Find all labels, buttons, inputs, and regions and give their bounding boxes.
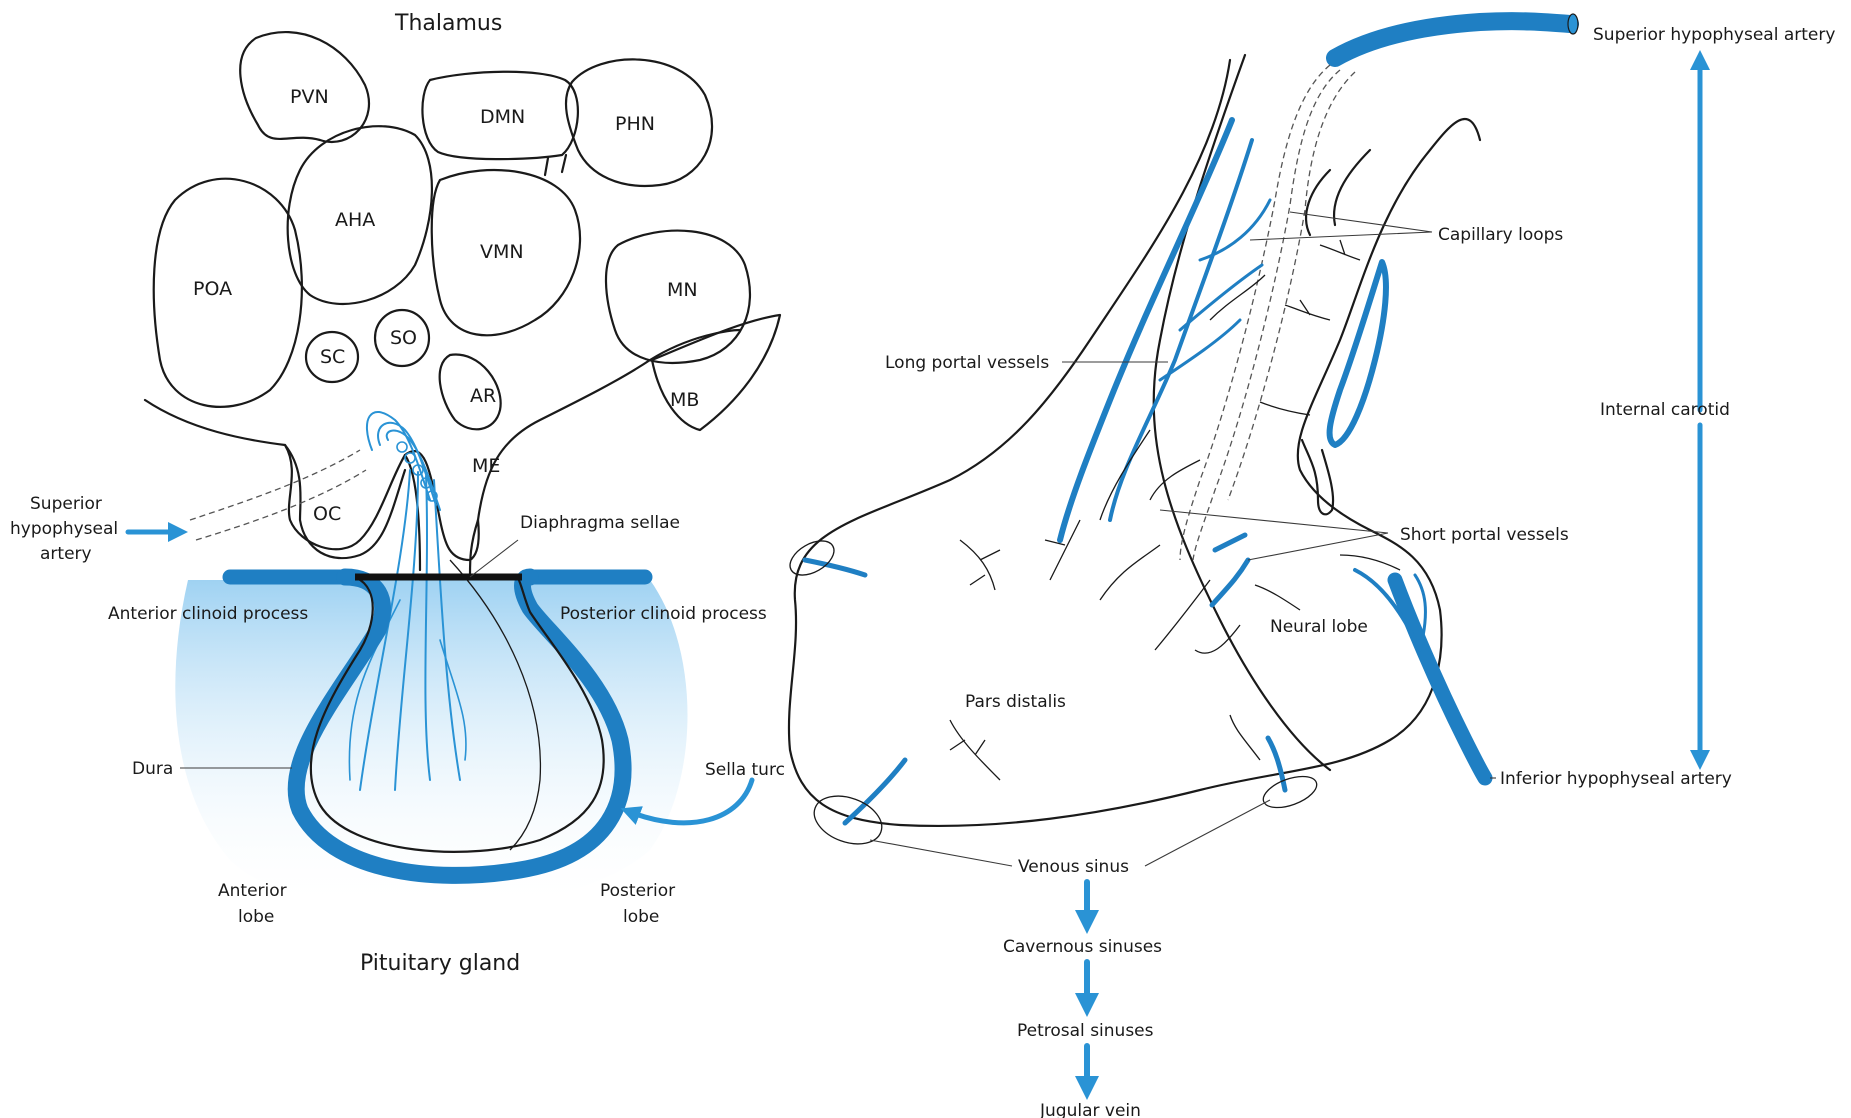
neural-lobe-outline [1298,119,1480,530]
capillary-loops-leader [1250,212,1432,240]
label-diaphragma: Diaphragma sellae [520,513,680,533]
label-pars-distalis: Pars distalis [965,692,1066,712]
label-long-portal: Long portal vessels [885,353,1049,373]
left-panel: Thalamus PVN DMN PHN AHA VMN POA MN SC S… [10,11,785,976]
venous-sinus-left-top [784,534,840,582]
sella-glow [175,580,687,911]
superior-artery-vessel [1335,21,1570,58]
label-cavernous: Cavernous sinuses [1003,937,1162,957]
label-phn: PHN [615,113,655,135]
label-poa: POA [193,278,232,300]
stalk-posterior-outline [478,330,740,520]
pars-tuberalis-line [1154,55,1330,770]
label-pituitary-gland: Pituitary gland [360,951,520,976]
label-posterior-lobe-2: lobe [623,907,659,927]
label-posterior-clinoid: Posterior clinoid process [560,604,767,624]
capillary-dashed-3 [1228,72,1355,500]
short-portal-vessel-2 [1215,535,1245,550]
label-thalamus: Thalamus [394,11,502,36]
short-portal-vessel-1 [1212,560,1248,605]
label-sc: SC [320,346,345,368]
label-sella: Sella turc [705,760,785,780]
short-portal-leader [1160,510,1388,560]
label-aha: AHA [335,209,375,231]
label-anterior-lobe-1: Anterior [218,881,287,901]
label-jugular: Jugular vein [1039,1101,1141,1118]
label-capillary-loops: Capillary loops [1438,225,1563,245]
long-portal-vessel-4 [1160,320,1240,380]
label-internal-carotid: Internal carotid [1600,400,1730,420]
label-me: ME [472,455,500,477]
label-venous-sinus: Venous sinus [1018,857,1129,877]
label-vmn: VMN [480,241,524,263]
right-panel: Superior hypophyseal artery Capillary lo… [784,14,1835,1118]
label-inferior-artery: Inferior hypophyseal artery [1500,769,1732,789]
label-so: SO [390,327,417,349]
label-mb: MB [670,389,699,411]
label-petrosal: Petrosal sinuses [1017,1021,1154,1041]
label-mn: MN [667,279,698,301]
long-portal-vessel-1 [1060,120,1232,540]
label-posterior-lobe-1: Posterior [600,881,675,901]
superior-artery-cut [1568,14,1578,34]
venous-vessel-right [1268,738,1285,790]
label-dura: Dura [132,759,173,779]
label-dmn: DMN [480,106,525,128]
long-portal-vessel-3 [1200,200,1270,260]
long-portal-vessel-5 [1180,265,1262,330]
label-superior-artery-right: Superior hypophyseal artery [1593,25,1835,45]
label-short-portal: Short portal vessels [1400,525,1569,545]
label-superior-artery-left-1: Superior [30,494,102,514]
label-superior-artery-left-3: artery [40,544,92,564]
label-superior-artery-left-2: hypophyseal [10,519,118,539]
dmn-phn-bridge [545,155,566,175]
label-pvn: PVN [290,86,329,108]
label-ar: AR [470,385,496,407]
label-neural-lobe: Neural lobe [1270,617,1368,637]
primary-plexus-loops [367,412,440,510]
label-anterior-clinoid: Anterior clinoid process [108,604,308,624]
label-oc: OC [313,503,341,525]
pars-distalis-outline [789,60,1442,826]
left-superior-artery-dashed [190,450,366,540]
label-anterior-lobe-2: lobe [238,907,274,927]
venous-vessel-left-bottom [845,760,905,823]
